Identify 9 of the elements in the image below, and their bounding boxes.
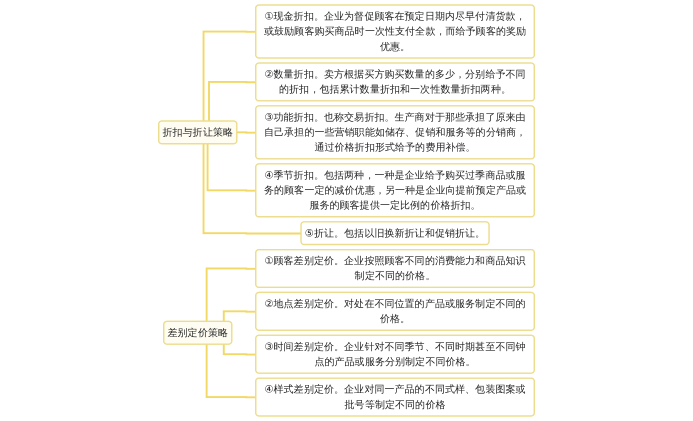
- connector: [222, 344, 256, 356]
- connector: [202, 30, 256, 122]
- connector: [206, 144, 256, 192]
- connector: [202, 144, 302, 234]
- connector: [206, 268, 256, 322]
- connector: [208, 80, 256, 122]
- connector: [222, 310, 256, 322]
- connector: [206, 344, 256, 398]
- connector: [236, 131, 256, 134]
